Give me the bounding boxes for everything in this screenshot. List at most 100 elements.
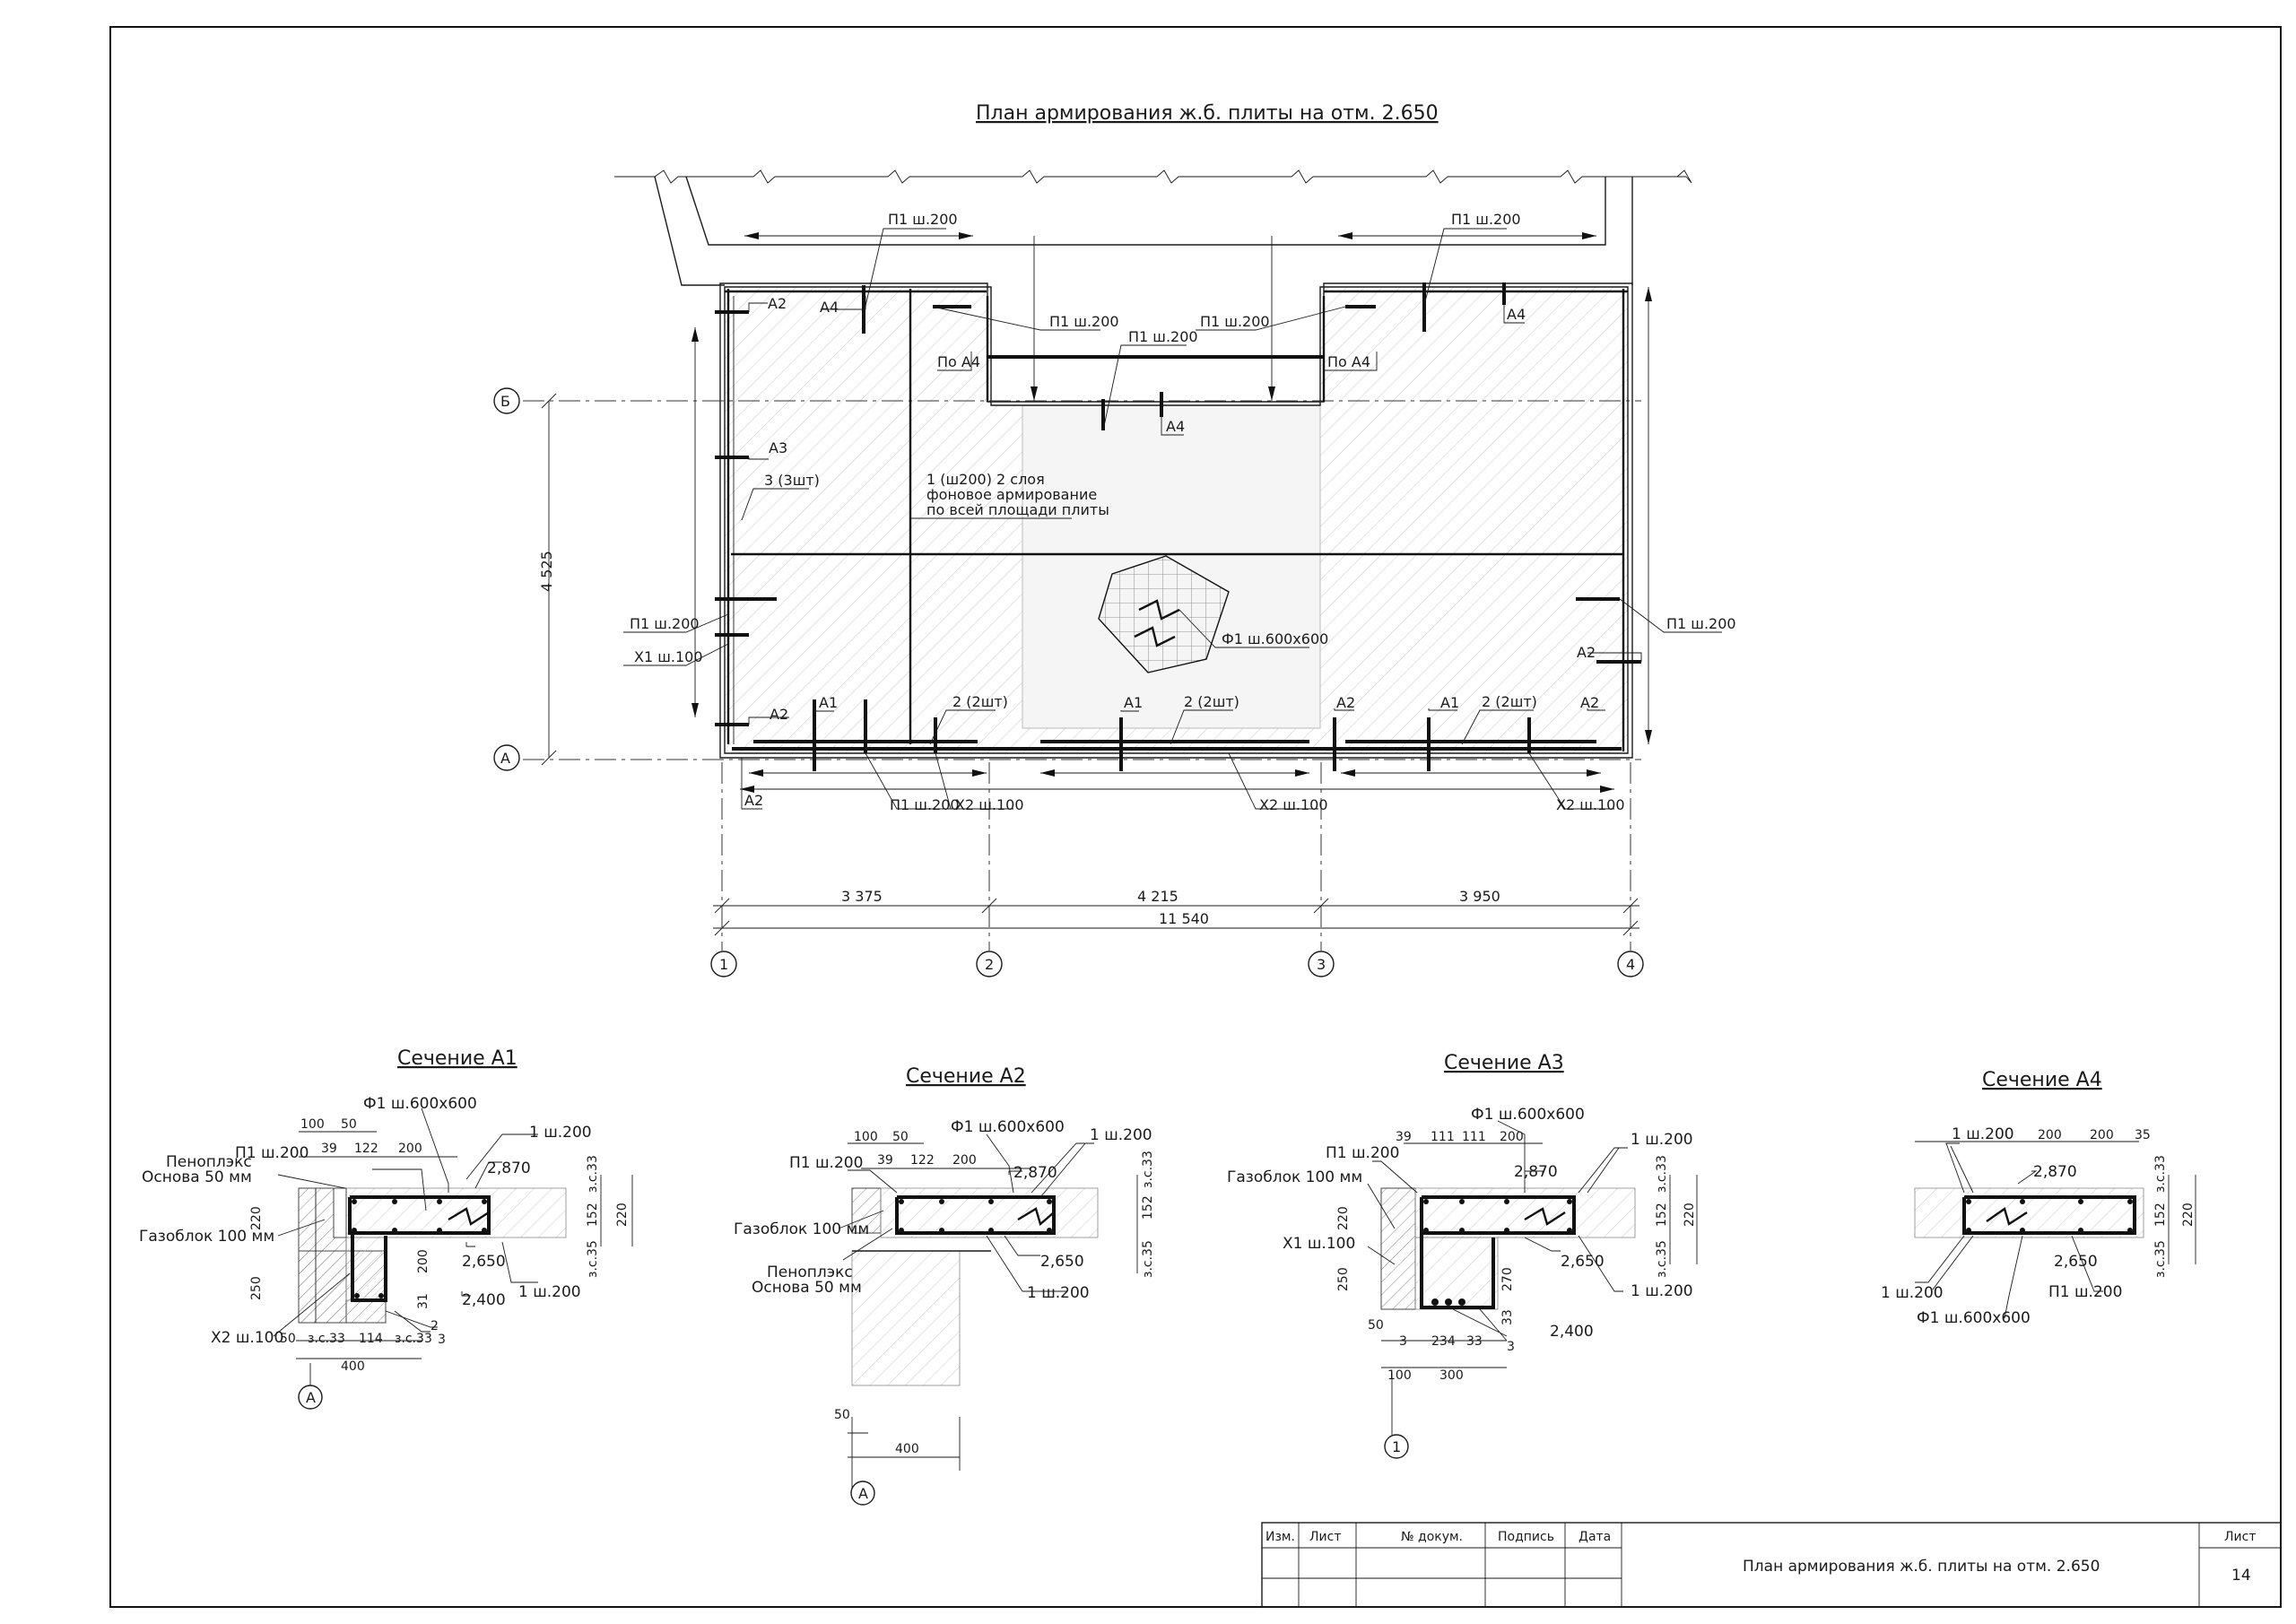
section-a3-b300: 300 <box>1439 1368 1464 1383</box>
tb-date: Дата <box>1578 1530 1611 1544</box>
section-a4-1-200-bot: 1 ш.200 <box>1881 1284 1944 1302</box>
tb-sign: Подпись <box>1498 1530 1554 1544</box>
label-a2-bl: А2 <box>770 706 788 723</box>
section-a2-zs33: з.с.33 <box>1141 1151 1155 1188</box>
section-a3-x1: Х1 ш.100 <box>1283 1235 1355 1253</box>
section-a3-mark-2400: 2,400 <box>1550 1323 1594 1341</box>
label-p1-top-left: П1 ш.200 <box>888 211 958 228</box>
axis-1-label: 1 <box>719 956 728 973</box>
axis-3-label: 3 <box>1317 956 1326 973</box>
label-two-pcs-3: 2 (2шт) <box>1482 693 1537 710</box>
section-a4-d220: 220 <box>2181 1203 2196 1227</box>
section-a1-n2: 2 <box>430 1319 439 1333</box>
section-a4-p1: П1 ш.200 <box>2048 1283 2122 1301</box>
note-background-2: фоновое армирование <box>926 486 1097 503</box>
label-po-a4-left: По А4 <box>937 353 980 370</box>
section-a1-d100: 100 <box>300 1117 325 1132</box>
section-a2-d122: 122 <box>910 1153 935 1168</box>
label-p1-bottom: П1 ш.200 <box>890 796 960 813</box>
section-a1-gasblock: Газоблок 100 мм <box>139 1228 274 1246</box>
section-a3-d250: 250 <box>1336 1267 1351 1291</box>
section-a1-b114: 114 <box>359 1332 383 1346</box>
section-a1-axis: А <box>306 1389 316 1406</box>
tb-doc: № докум. <box>1401 1530 1463 1544</box>
mesh-f1-patch <box>1098 555 1230 673</box>
label-p1-left-side: П1 ш.200 <box>630 615 700 632</box>
label-a1-b2: А1 <box>1124 694 1143 711</box>
section-a1-d200: 200 <box>398 1142 422 1156</box>
section-a3-b3: 3 <box>1399 1334 1407 1349</box>
section-a3-d200: 200 <box>1500 1130 1524 1144</box>
section-a3-f1: Ф1 ш.600х600 <box>1471 1106 1585 1124</box>
section-a1-base: Основа 50 мм <box>142 1168 252 1186</box>
note-background-1: 1 (ш200) 2 слоя <box>926 471 1045 488</box>
dim-total: 11 540 <box>1159 910 1209 927</box>
label-three-pcs: 3 (3шт) <box>764 472 820 489</box>
axis-2-label: 2 <box>985 956 994 973</box>
axis-bubble-a <box>493 744 520 771</box>
section-a4-mark-2870: 2,870 <box>2033 1163 2077 1181</box>
section-a1-title: Сечение А1 <box>397 1047 517 1070</box>
section-a1-d250: 250 <box>249 1276 264 1300</box>
section-a1-d31: 31 <box>416 1293 430 1309</box>
section-a3-d33: 33 <box>1500 1309 1515 1325</box>
label-a4-tl: А4 <box>820 299 839 316</box>
label-p1-mid-center: П1 ш.200 <box>1128 328 1198 345</box>
section-a4-f1: Ф1 ш.600х600 <box>1917 1309 2031 1327</box>
section-a3-gasblock: Газоблок 100 мм <box>1227 1168 1362 1186</box>
section-a3-b50: 50 <box>1368 1318 1384 1333</box>
section-a1-d220: 220 <box>249 1206 264 1230</box>
tb-sheet-title: План армирования ж.б. плиты на отм. 2.65… <box>1743 1558 2100 1576</box>
label-a2-tl: А2 <box>768 295 787 312</box>
tb-sheet-label: Лист <box>2224 1530 2256 1544</box>
section-a2-d39: 39 <box>877 1153 893 1168</box>
section-a2-p1: П1 ш.200 <box>789 1154 863 1172</box>
terrain-line <box>614 169 1692 184</box>
section-a2-gasblock: Газоблок 100 мм <box>734 1220 869 1238</box>
section-a3-1-200-top: 1 ш.200 <box>1631 1131 1693 1149</box>
axis-bubble-4 <box>1617 951 1644 977</box>
label-p1-mid-right: П1 ш.200 <box>1200 313 1270 330</box>
section-a2: Сечение А2 А <box>734 1065 1155 1506</box>
section-a4-d200b: 200 <box>2090 1128 2114 1142</box>
section-a4-d200a: 200 <box>2038 1128 2062 1142</box>
section-a2-d200: 200 <box>952 1153 977 1168</box>
section-a2-f1: Ф1 ш.600х600 <box>951 1118 1065 1136</box>
section-a1-b400: 400 <box>341 1359 365 1374</box>
section-a3-d111b: 111 <box>1462 1130 1486 1144</box>
section-a3-d39: 39 <box>1396 1130 1412 1144</box>
section-a2-b400: 400 <box>895 1442 919 1456</box>
section-a4-1-200-top: 1 ш.200 <box>1952 1125 2014 1143</box>
section-a3-d220r: 220 <box>1683 1203 1697 1227</box>
section-a2-mark-2650: 2,650 <box>1040 1253 1084 1271</box>
dim-d2: 4 215 <box>1137 888 1178 905</box>
note-background-3: по всей площади плиты <box>926 501 1109 518</box>
section-a3-axis: 1 <box>1392 1438 1401 1455</box>
label-two-pcs-1: 2 (2шт) <box>952 693 1008 710</box>
section-a2-b50: 50 <box>834 1408 850 1422</box>
section-a2-penoplex: Пеноплэкс <box>767 1264 853 1281</box>
section-a1-f1: Ф1 ш.600х600 <box>363 1095 477 1113</box>
sheet-frame <box>109 26 2282 1608</box>
section-a3-d220: 220 <box>1336 1206 1351 1230</box>
section-a1-n3: 3 <box>438 1333 446 1347</box>
label-two-pcs-2: 2 (2шт) <box>1184 693 1239 710</box>
section-a2-zs35: з.с.35 <box>1141 1240 1155 1278</box>
section-a2-d100: 100 <box>854 1130 878 1144</box>
section-a1-mark-2870: 2,870 <box>487 1159 531 1177</box>
section-a2-axis: А <box>858 1485 868 1502</box>
section-a1-zs33: з.с.33 <box>586 1155 600 1193</box>
label-a4-tr: А4 <box>1507 306 1526 323</box>
section-a1-bzs33a: з.с.33 <box>308 1332 345 1346</box>
label-p1-top-right: П1 ш.200 <box>1451 211 1521 228</box>
section-a4-zs35: з.с.35 <box>2153 1240 2168 1278</box>
section-a1-zs35: з.с.35 <box>586 1240 600 1278</box>
section-a1-d50: 50 <box>341 1117 357 1132</box>
section-a3-d152: 152 <box>1655 1203 1669 1227</box>
axis-bubble-1 <box>710 951 737 977</box>
section-a2-1-200-bot: 1 ш.200 <box>1027 1284 1090 1302</box>
section-a3-mark-2870: 2,870 <box>1514 1163 1558 1181</box>
tb-sheet-no: 14 <box>2231 1567 2251 1585</box>
axis-bubble-3 <box>1308 951 1335 977</box>
section-a1-penoplex: Пеноплэкс <box>166 1153 252 1171</box>
